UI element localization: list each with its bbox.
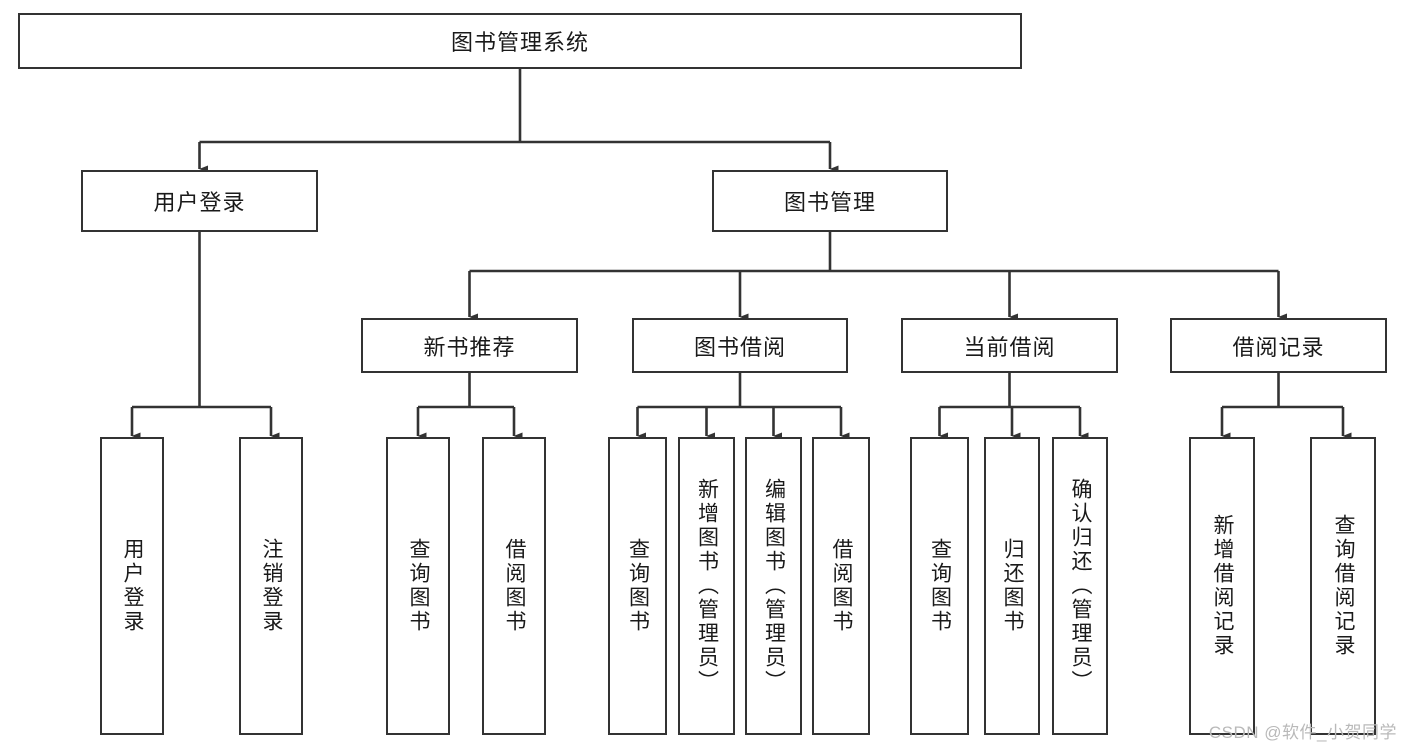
node-leaf-br-query[interactable]: 查询借阅记录	[1310, 437, 1376, 735]
node-leaf-cb-return[interactable]: 归还图书	[984, 437, 1040, 735]
node-label: 借阅图书	[503, 538, 527, 634]
node-book-borrow[interactable]: 图书借阅	[632, 318, 848, 373]
node-leaf-br-add[interactable]: 新增借阅记录	[1189, 437, 1255, 735]
node-label: 新增图书（管理员）	[695, 478, 719, 694]
node-label: 注销登录	[260, 538, 284, 634]
node-label: 图书管理	[783, 190, 876, 215]
node-label: 图书借阅	[693, 334, 786, 360]
node-label: 当前借阅	[963, 334, 1056, 360]
node-new-book-rec[interactable]: 新书推荐	[361, 318, 578, 373]
node-label: 编辑图书（管理员）	[762, 478, 786, 694]
node-label: 查询图书	[626, 538, 650, 634]
node-leaf-cb-query[interactable]: 查询图书	[910, 437, 969, 735]
node-leaf-rec-query[interactable]: 查询图书	[386, 437, 450, 735]
node-leaf-bb-borrow[interactable]: 借阅图书	[812, 437, 870, 735]
node-leaf-bb-add[interactable]: 新增图书（管理员）	[678, 437, 735, 735]
node-label: 借阅图书	[830, 538, 854, 634]
node-leaf-rec-borrow[interactable]: 借阅图书	[482, 437, 546, 735]
node-label: 借阅记录	[1232, 334, 1325, 360]
node-label: 查询图书	[407, 538, 431, 634]
node-label: 归还图书	[1001, 538, 1025, 634]
node-leaf-cb-confirm[interactable]: 确认归还（管理员）	[1052, 437, 1108, 735]
node-label: 用户登录	[153, 190, 246, 215]
node-root[interactable]: 图书管理系统	[18, 13, 1022, 69]
node-book-manage[interactable]: 图书管理	[712, 170, 948, 232]
node-leaf-bb-edit[interactable]: 编辑图书（管理员）	[745, 437, 802, 735]
node-leaf-user-logout[interactable]: 注销登录	[239, 437, 303, 735]
node-label: 新增借阅记录	[1211, 514, 1235, 658]
node-label: 查询借阅记录	[1332, 514, 1356, 658]
node-current-borrow[interactable]: 当前借阅	[901, 318, 1118, 373]
node-label: 用户登录	[121, 538, 145, 634]
node-label: 查询图书	[928, 538, 952, 634]
node-label: 图书管理系统	[450, 30, 589, 55]
node-user-login[interactable]: 用户登录	[81, 170, 318, 232]
watermark-text: CSDN @软件_小贺同学	[1208, 723, 1397, 742]
node-borrow-record[interactable]: 借阅记录	[1170, 318, 1387, 373]
node-leaf-bb-query[interactable]: 查询图书	[608, 437, 667, 735]
node-leaf-user-login[interactable]: 用户登录	[100, 437, 164, 735]
node-label: 确认归还（管理员）	[1069, 478, 1093, 694]
node-label: 新书推荐	[423, 334, 516, 360]
